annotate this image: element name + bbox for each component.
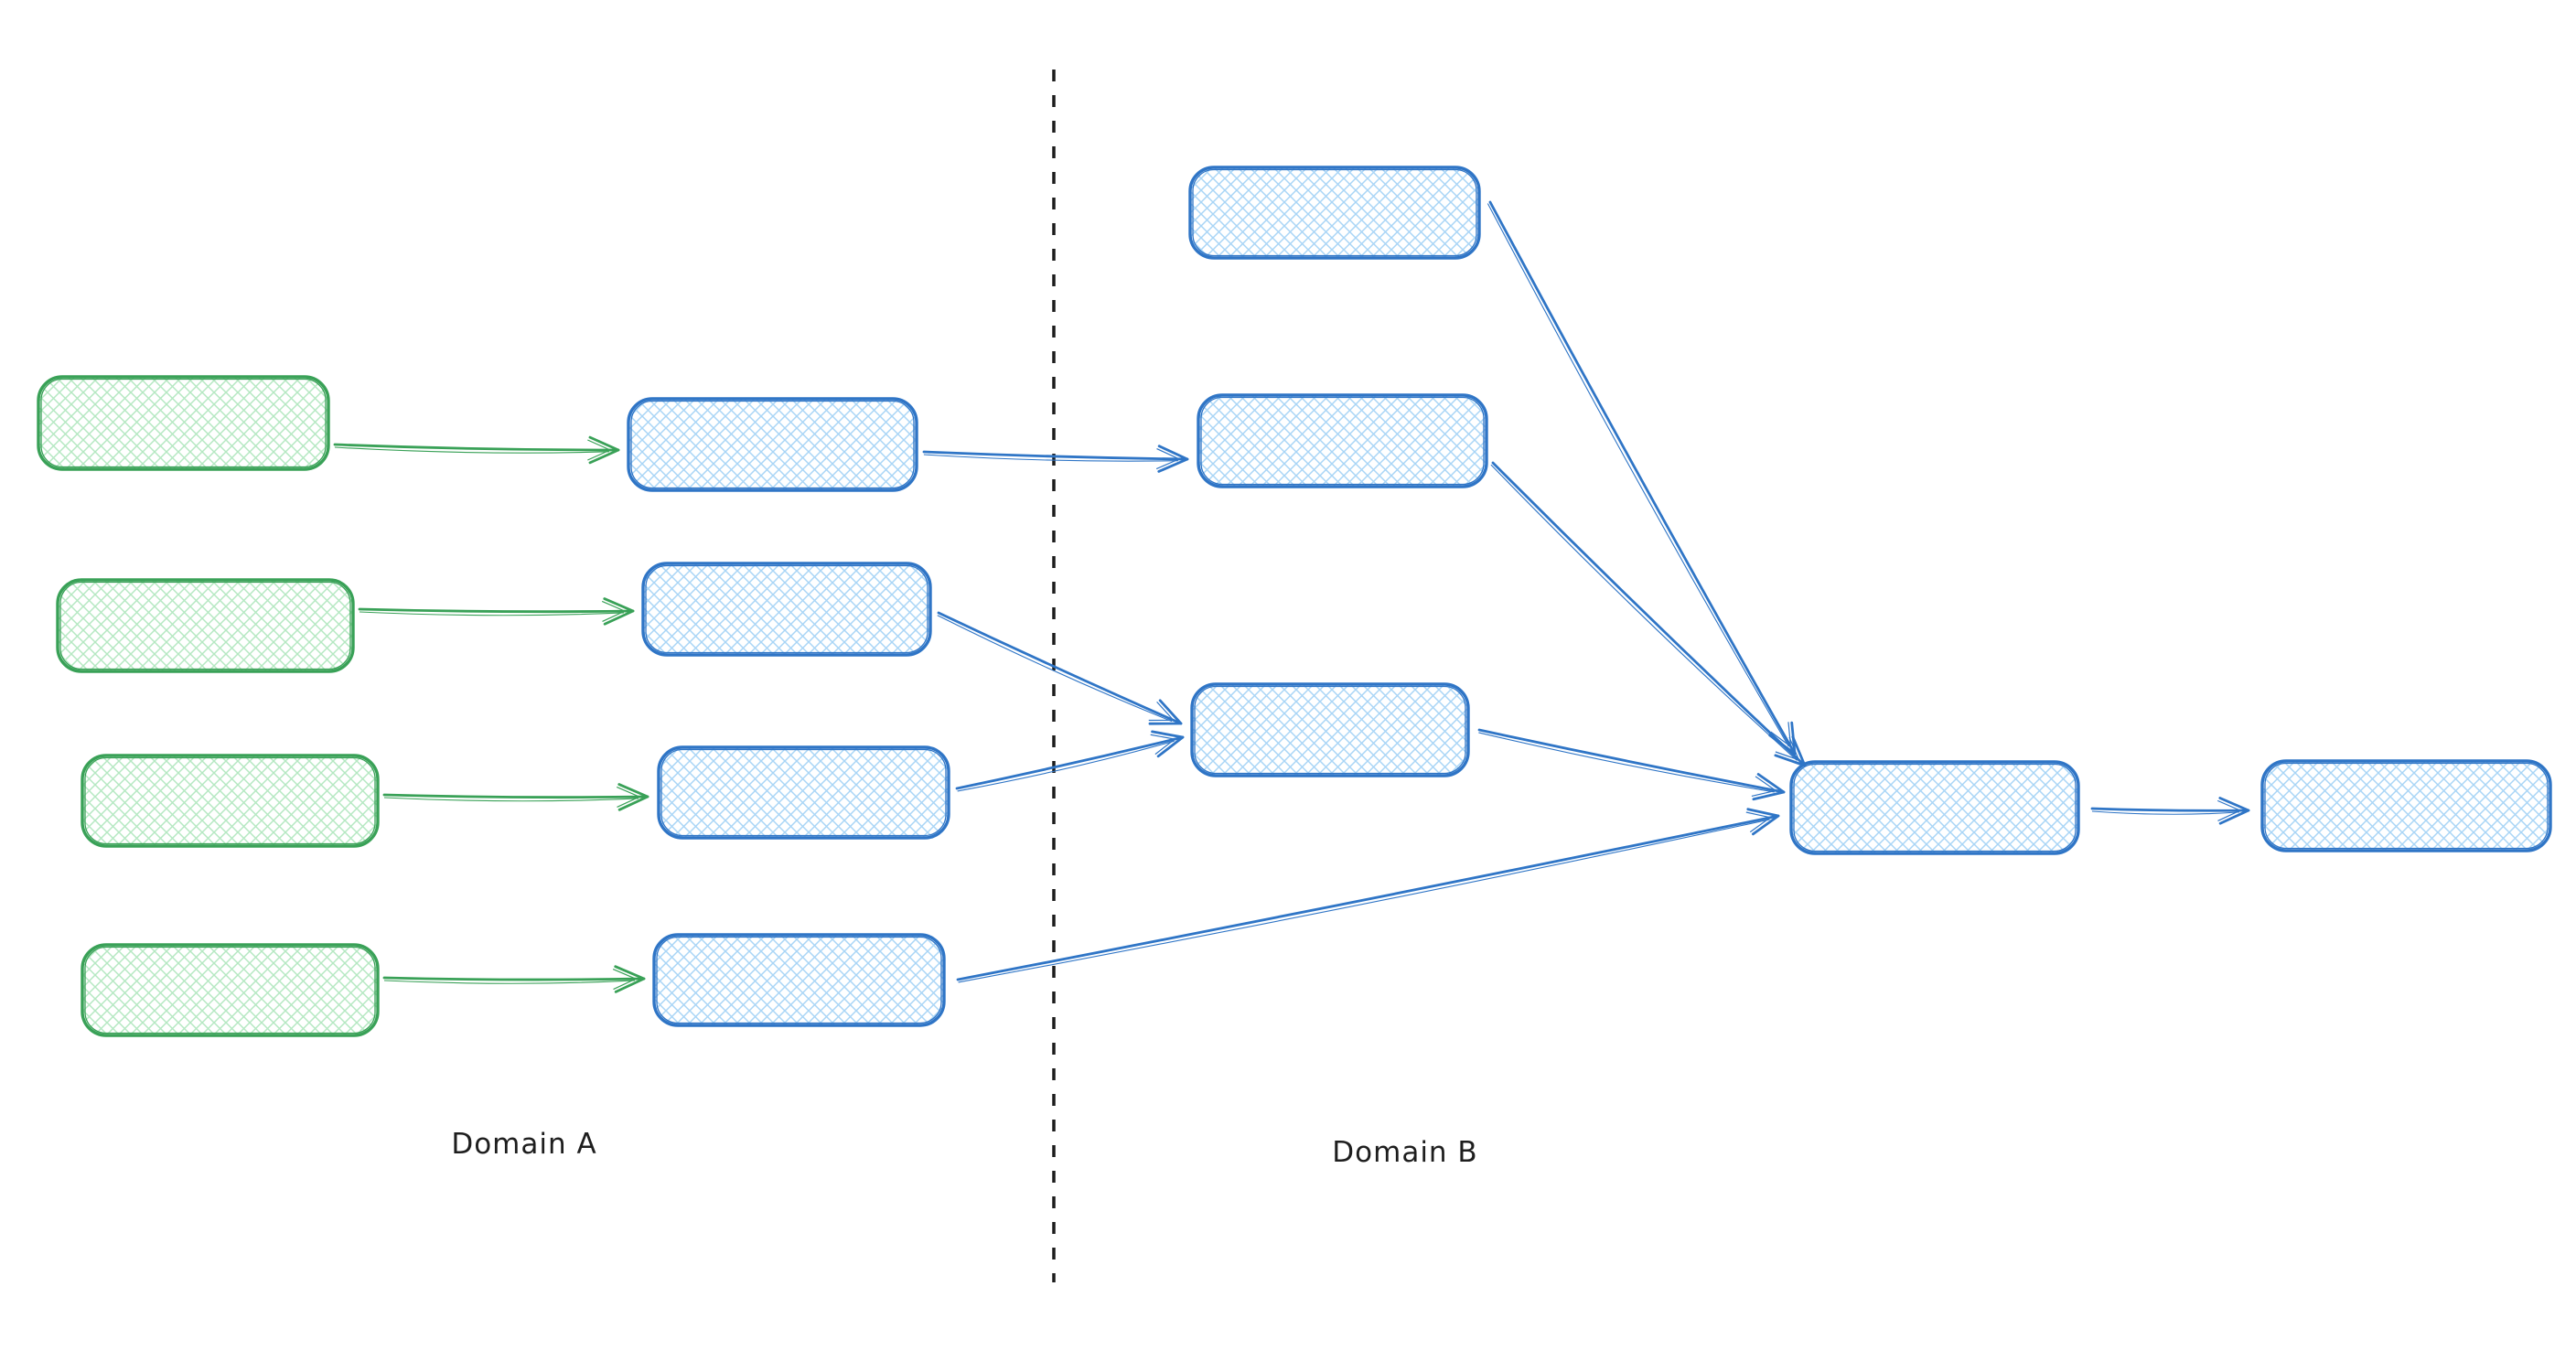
- domain-b-label: Domain B: [1332, 1136, 1478, 1169]
- node-domain-a-stage-2: [641, 562, 932, 657]
- edge-source2-to-stage2: [358, 597, 635, 626]
- node-domain-a-source-4: [80, 943, 380, 1037]
- node-domain-a-source-3: [80, 754, 380, 848]
- node-domain-a-stage-3: [657, 745, 950, 840]
- node-domain-b-node-1: [1188, 166, 1481, 260]
- node-domain-a-source-1: [37, 375, 330, 471]
- edge-bnode1-to-aggregator: [1487, 200, 1797, 756]
- node-domain-b-aggregator: [1789, 760, 2080, 855]
- node-domain-a-stage-1: [627, 397, 918, 492]
- edge-source3-to-stage3: [382, 783, 649, 811]
- edge-source4-to-stage4: [382, 965, 646, 993]
- node-domain-a-stage-4: [652, 933, 946, 1027]
- domain-a-label: Domain A: [451, 1128, 597, 1161]
- edge-bnode3-to-aggregator: [1477, 728, 1786, 801]
- node-domain-b-output: [2260, 759, 2552, 852]
- edge-stage3-to-bnode3: [955, 730, 1185, 792]
- node-domain-a-source-2: [56, 578, 355, 673]
- node-domain-b-node-2: [1197, 393, 1488, 488]
- edge-stage4-to-aggregator: [956, 808, 1780, 983]
- edge-stage1-to-bnode2: [922, 445, 1189, 473]
- edge-aggregator-to-output: [2090, 797, 2250, 825]
- edge-source1-to-stage1: [333, 435, 620, 465]
- node-domain-b-node-3: [1190, 682, 1470, 777]
- edge-bnode2-to-aggregator: [1490, 461, 1807, 767]
- edge-stage2-to-bnode3: [937, 611, 1183, 725]
